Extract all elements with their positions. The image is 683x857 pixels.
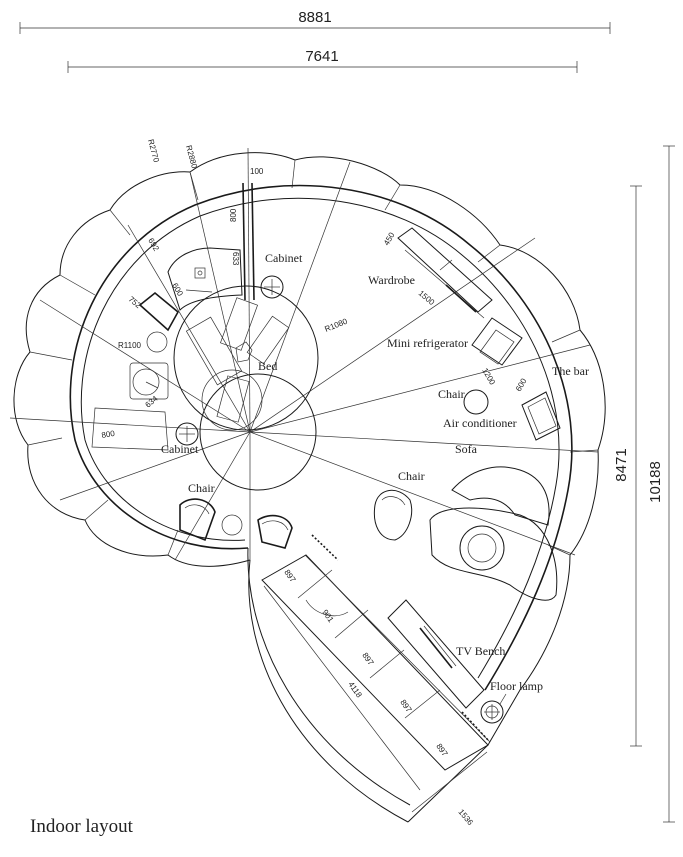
sofa-unit bbox=[429, 466, 558, 601]
dim-1536: 1536 bbox=[456, 808, 475, 828]
dim-633: 633 bbox=[231, 252, 240, 266]
cabinet-left bbox=[91, 407, 199, 451]
label-tv-bench: TV Bench bbox=[456, 644, 505, 658]
label-the-bar: The bar bbox=[552, 364, 589, 378]
mini-refrigerator-unit bbox=[471, 317, 523, 366]
floor-lamp-unit bbox=[480, 693, 507, 724]
diagram-caption: Indoor layout bbox=[30, 816, 134, 837]
overall-height-label: 10188 bbox=[647, 461, 664, 503]
chair-center bbox=[463, 389, 489, 415]
label-bed: Bed bbox=[258, 359, 277, 373]
dim-600-b: 600 bbox=[514, 376, 529, 393]
label-cabinet-top: Cabinet bbox=[265, 251, 303, 265]
dim-r1100: R1100 bbox=[118, 341, 142, 350]
dim-r1080: R1080 bbox=[323, 316, 349, 333]
dim-897-a: 897 bbox=[282, 568, 297, 585]
radial-partitions bbox=[9, 147, 599, 561]
dim-1500: 1500 bbox=[417, 289, 437, 308]
overall-width-label: 8881 bbox=[298, 9, 331, 26]
dim-752: 752 bbox=[127, 295, 143, 311]
dim-692: 692 bbox=[146, 237, 161, 254]
dim-897-c: 897 bbox=[398, 698, 413, 715]
chair-left-seats bbox=[179, 498, 293, 549]
dim-634: 634 bbox=[144, 394, 160, 410]
central-core bbox=[173, 285, 319, 491]
overall-height-dimension: 10188 bbox=[647, 145, 675, 823]
inner-height-dimension: 8471 bbox=[613, 185, 642, 747]
chair-right bbox=[373, 490, 413, 541]
tv-bench-unit bbox=[387, 599, 485, 709]
wardrobe-unit bbox=[397, 227, 493, 319]
cabinet-top bbox=[260, 275, 284, 299]
label-chair-left: Chair bbox=[188, 481, 215, 495]
label-air-conditioner: Air conditioner bbox=[443, 416, 517, 430]
inner-height-label: 8471 bbox=[613, 448, 630, 481]
label-mini-refrigerator: Mini refrigerator bbox=[387, 336, 468, 350]
dim-897-b: 897 bbox=[360, 651, 375, 668]
dim-800-left: 800 bbox=[101, 429, 116, 440]
overall-width-dimension: 8881 bbox=[19, 9, 611, 34]
dim-100: 100 bbox=[250, 167, 264, 176]
kitchen-counter bbox=[261, 534, 491, 791]
label-cabinet-left: Cabinet bbox=[161, 442, 199, 456]
label-floor-lamp: Floor lamp bbox=[490, 679, 543, 693]
dim-800-top: 800 bbox=[229, 208, 238, 222]
bar-counter bbox=[521, 391, 561, 441]
washbasin-icon bbox=[129, 362, 169, 400]
label-chair-center: Chair bbox=[438, 387, 465, 401]
dim-901: 901 bbox=[320, 608, 335, 625]
dim-600-a: 600 bbox=[170, 282, 185, 299]
label-sofa: Sofa bbox=[455, 442, 478, 456]
toilet-icon bbox=[138, 291, 180, 332]
dim-897-d: 897 bbox=[434, 742, 449, 759]
bathroom-fixtures bbox=[129, 182, 255, 400]
inner-wall bbox=[69, 184, 573, 806]
label-chair-right: Chair bbox=[398, 469, 425, 483]
inner-width-label: 7641 bbox=[305, 48, 338, 65]
dim-450: 450 bbox=[382, 230, 397, 247]
dim-r2770: R2770 bbox=[146, 138, 161, 164]
bed-icon bbox=[235, 341, 253, 363]
dim-r2880: R2880 bbox=[184, 144, 199, 170]
label-wardrobe: Wardrobe bbox=[368, 273, 415, 287]
inner-width-dimension: 7641 bbox=[67, 48, 578, 73]
